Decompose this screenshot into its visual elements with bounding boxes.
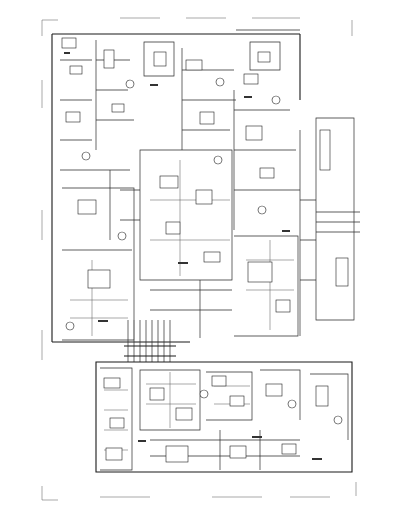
sheet-border-marks [41, 17, 357, 501]
main-board-section [51, 29, 360, 343]
interconnect-bus [124, 320, 176, 362]
lower-board-components [103, 375, 343, 463]
lower-board-section [95, 361, 353, 473]
main-board-components [61, 37, 349, 331]
